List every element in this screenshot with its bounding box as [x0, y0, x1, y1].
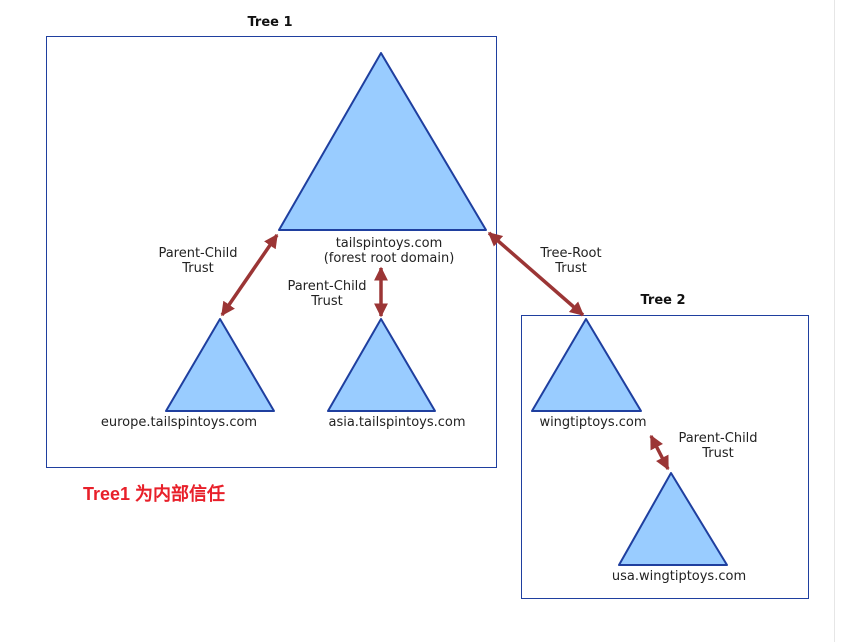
- asia-domain-label: asia.tailspintoys.com: [328, 415, 466, 430]
- wingtip-domain-triangle: [531, 318, 642, 412]
- annotation-note: Tree1 为内部信任: [83, 484, 226, 504]
- usa-domain-label: usa.wingtiptoys.com: [611, 569, 747, 584]
- usa-trust-label: Parent-Child Trust: [678, 431, 757, 461]
- trust-word: Trust: [702, 446, 734, 461]
- tree-root-trust-arrow: [487, 231, 585, 317]
- europe-domain-label: europe.tailspintoys.com: [100, 415, 258, 430]
- trust-word: Trust: [182, 261, 214, 276]
- europe-trust-label: Parent-Child Trust: [158, 246, 237, 276]
- trust-word: Trust: [555, 261, 587, 276]
- asia-trust-label: Parent-Child Trust: [287, 279, 366, 309]
- tree1-title: Tree 1: [247, 15, 293, 30]
- root-domain-subtitle: (forest root domain): [323, 251, 455, 266]
- usa-trust-arrow: [649, 434, 670, 471]
- tree2-title: Tree 2: [640, 293, 686, 308]
- root-domain-label: tailspintoys.com (forest root domain): [324, 236, 455, 266]
- tree2-box: [521, 315, 809, 599]
- scrollbar-edge: [834, 0, 835, 642]
- europe-trust-arrow: [220, 233, 279, 317]
- tree-root-trust-label: Tree-Root Trust: [540, 246, 601, 276]
- usa-domain-triangle: [618, 472, 728, 566]
- root-domain-triangle: [278, 52, 487, 231]
- trust-type: Tree-Root: [540, 246, 602, 261]
- trust-type: Parent-Child: [287, 279, 367, 294]
- root-domain-name: tailspintoys.com: [335, 236, 443, 251]
- europe-domain-triangle: [165, 318, 275, 412]
- asia-domain-triangle: [327, 318, 436, 412]
- trust-word: Trust: [311, 294, 343, 309]
- trust-type: Parent-Child: [678, 431, 758, 446]
- trust-type: Parent-Child: [158, 246, 238, 261]
- wingtip-domain-label: wingtiptoys.com: [539, 415, 647, 430]
